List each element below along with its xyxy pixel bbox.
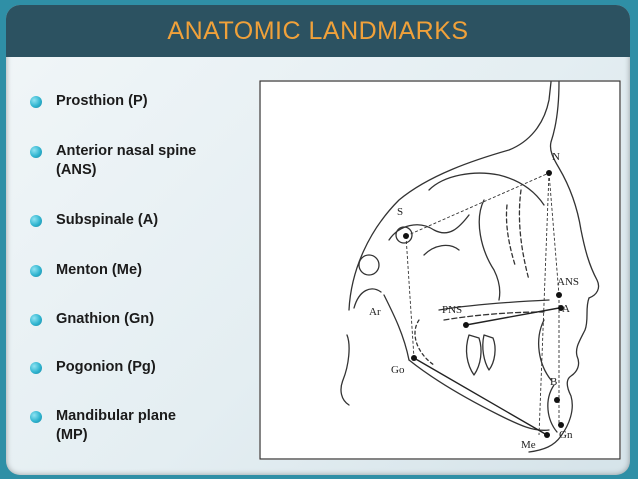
list-item: Pogonion (Pg) [30, 358, 276, 377]
label-ans: ANS [557, 276, 579, 288]
bullet-text-continued: (MP) [56, 427, 88, 443]
bullet-dot-icon [30, 215, 42, 227]
list-item: Mandibular plane (MP) [30, 407, 276, 445]
bullet-text: Gnathion (Gn) [56, 311, 155, 327]
label-ar: Ar [369, 306, 381, 318]
label-b: B [550, 376, 557, 388]
bullet-dot-icon [30, 362, 42, 374]
list-item: Gnathion (Gn) [30, 310, 276, 329]
bullet-text: Prosthion (P) [56, 93, 148, 109]
cephalometric-diagram: N S ANS A PNS Ar Go B Me Gn [259, 80, 621, 460]
label-gn: Gn [559, 429, 573, 441]
bullet-text: Anterior nasal spine [56, 143, 197, 159]
list-item: Prosthion (P) [30, 92, 276, 111]
bullet-dot-icon [30, 96, 42, 108]
label-pns: PNS [442, 304, 462, 316]
list-item: Subspinale (A) [30, 211, 276, 230]
slide-title: ANATOMIC LANDMARKS [167, 16, 469, 45]
label-a: A [562, 303, 570, 315]
bullet-text-continued: (ANS) [56, 162, 97, 178]
label-me: Me [521, 439, 536, 451]
bullet-text: Pogonion (Pg) [56, 359, 156, 375]
label-n: N [552, 151, 560, 163]
bullet-dot-icon [30, 411, 42, 423]
bullet-text: Menton (Me) [56, 262, 142, 278]
cephalometric-tracing: N S ANS A PNS Ar Go B Me Gn [259, 80, 621, 460]
list-item: Menton (Me) [30, 261, 276, 280]
label-go: Go [391, 364, 405, 376]
list-item: Anterior nasal spine (ANS) [30, 142, 276, 180]
bullet-text: Subspinale (A) [56, 212, 159, 228]
title-bar [6, 5, 630, 57]
bullet-dot-icon [30, 314, 42, 326]
label-s: S [397, 206, 403, 218]
bullet-dot-icon [30, 265, 42, 277]
bullet-dot-icon [30, 146, 42, 158]
bullet-text: Mandibular plane [56, 408, 177, 424]
